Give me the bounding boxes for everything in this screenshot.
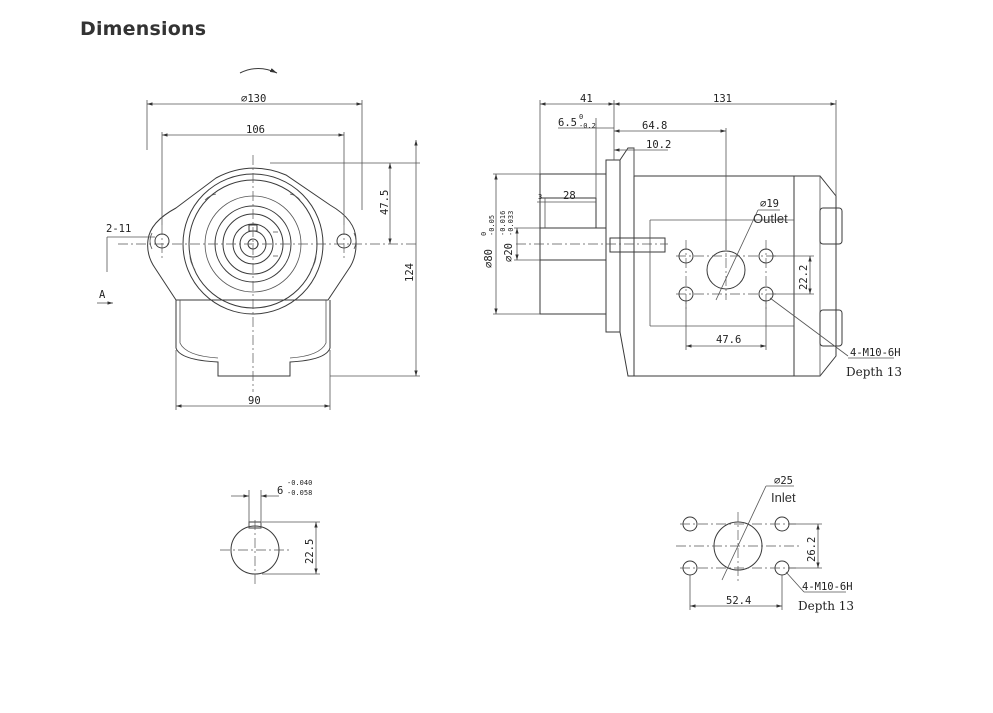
outlet-label: Outlet (753, 211, 788, 226)
dim-6: 6 (277, 485, 283, 497)
dim-d20-tol-upper: -0.016 (499, 211, 507, 236)
dim-6-5: 6.5 (558, 117, 577, 129)
dim-52-4: 52.4 (726, 595, 751, 607)
dim-2-11: 2-11 (106, 223, 131, 235)
dim-90: 90 (248, 395, 261, 407)
dim-d25: ⌀25 (774, 475, 793, 487)
dim-26-2: 26.2 (806, 537, 818, 562)
shaft-section: 6 -0.040 -0.058 22.5 (220, 479, 320, 586)
dim-64-8: 64.8 (642, 120, 667, 132)
pump-body (633, 175, 795, 377)
front-housing-outline (175, 300, 331, 377)
dim-47-5: 47.5 (379, 190, 391, 215)
dim-6-tol-lower: -0.058 (287, 489, 312, 497)
dim-6-5-tol-lower: -0.2 (579, 122, 596, 130)
outlet-thread-spec: 4-M10-6H (850, 347, 901, 359)
dim-130: ⌀130 (241, 93, 266, 105)
side-view: 41 131 6.5 0 -0.2 64.8 10.2 3 28 ⌀80 0 -… (480, 93, 902, 379)
dim-3: 3 (538, 193, 542, 201)
dim-41: 41 (580, 93, 593, 105)
dim-d19: ⌀19 (760, 198, 779, 210)
inlet-label: Inlet (771, 490, 796, 505)
dim-6-tol-upper: -0.040 (287, 479, 312, 487)
rotation-arrow-icon (239, 68, 278, 74)
front-view: ⌀130 106 47.5 124 2-11 A 90 (97, 68, 420, 410)
front-flange-outline (147, 167, 357, 301)
page-title: Dimensions (80, 18, 207, 40)
dim-d20: ⌀20 (503, 243, 515, 262)
dim-22-5: 22.5 (304, 539, 316, 564)
inlet-view: ⌀25 Inlet 26.2 52.4 4-M10-6H Depth 13 (676, 475, 854, 613)
dim-6-5-tol-upper: 0 (579, 113, 583, 121)
dim-131: 131 (713, 93, 732, 105)
dim-47-6: 47.6 (716, 334, 741, 346)
dim-d80-tol-upper: 0 (480, 232, 488, 236)
outlet-depth-note: Depth 13 (846, 365, 902, 379)
dim-d80-tol-lower: -0.05 (488, 215, 496, 236)
dim-10-2: 10.2 (646, 139, 671, 151)
dim-d80: ⌀80 (483, 249, 495, 268)
inlet-thread-spec: 4-M10-6H (802, 581, 853, 593)
view-arrow-a: A (99, 289, 106, 301)
dim-22-2: 22.2 (798, 265, 810, 290)
dim-28: 28 (563, 190, 576, 202)
dim-124: 124 (404, 263, 416, 282)
dim-106: 106 (246, 124, 265, 136)
inlet-depth-note: Depth 13 (798, 599, 854, 613)
dim-d20-tol-lower: -0.033 (507, 211, 515, 236)
